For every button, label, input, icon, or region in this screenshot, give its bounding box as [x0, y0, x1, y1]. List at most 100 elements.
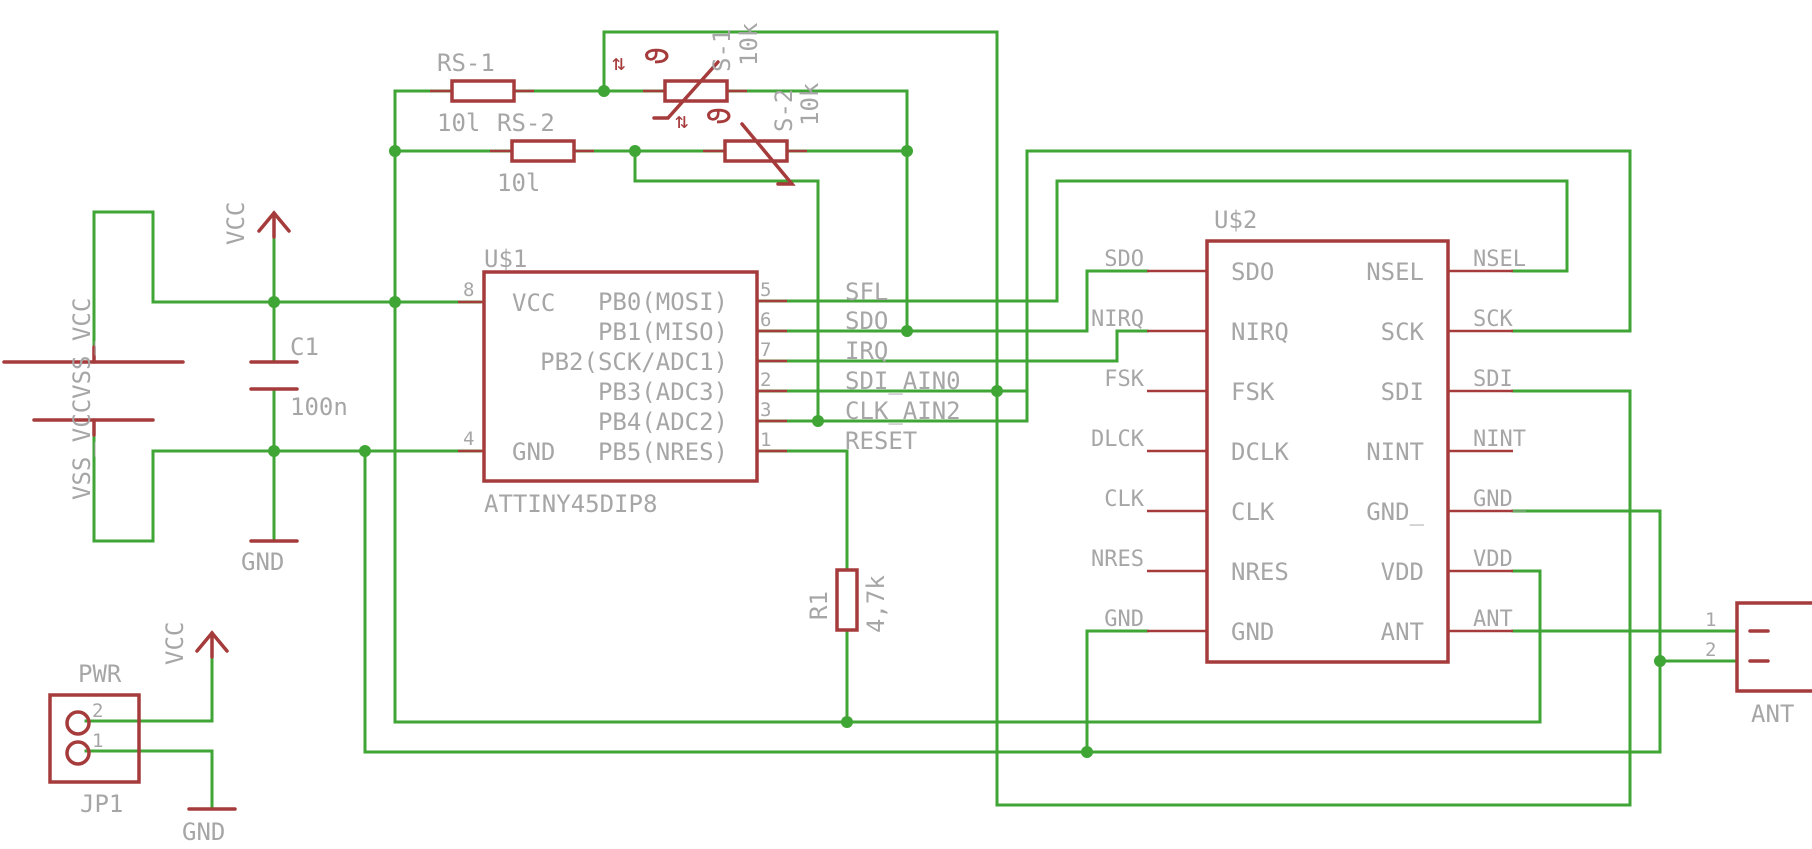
wire-sdi-ain0 — [755, 149, 1632, 393]
wire-jp1-gnd — [84, 749, 214, 811]
gnd-mid-symbol: GND — [241, 539, 299, 576]
u2-right-pin-label: ANT — [1381, 618, 1424, 646]
wire-s1-right — [727, 89, 909, 333]
vcc-top-arrow — [257, 210, 291, 233]
wire-irq — [755, 329, 1149, 363]
u2-right-pad-label: SCK — [1473, 307, 1513, 332]
wire-battery-vcc — [92, 210, 482, 349]
u1-pin3-label: PB4(ADC2) — [598, 408, 728, 436]
u2-right-pin-label: NINT — [1366, 438, 1424, 466]
wire-battery-gnd — [92, 433, 482, 543]
u1-pin1-net: RESET — [845, 427, 917, 455]
u2-left-pin-label: DCLK — [1231, 438, 1289, 466]
wire-jp1-vcc — [84, 655, 214, 723]
wires — [84, 30, 1739, 811]
s2-slash — [740, 122, 796, 186]
wire-gnd-underscore — [1511, 509, 1739, 663]
u2-right-pin-label: SCK — [1381, 318, 1425, 346]
r1-body — [835, 568, 859, 632]
thermistor-s2: ⇅ ϑ S-2 10k — [675, 82, 824, 186]
u2-left-pad-label: NIRQ — [1091, 307, 1144, 332]
u2-left-pad-label: NRES — [1091, 547, 1144, 572]
junction-dot — [1654, 655, 1666, 667]
junction-dot — [1081, 746, 1093, 758]
junctions — [268, 85, 1666, 758]
gnd-bottom-symbol: GND — [182, 807, 237, 846]
s2-name: S-2 — [770, 89, 798, 132]
u1-pin8-num: 8 — [463, 279, 474, 301]
u2-left-pin-label: GND — [1231, 618, 1274, 646]
connector-ant: 1 2 ANT — [1705, 601, 1812, 728]
junction-dot — [629, 145, 641, 157]
r1-value: 4,7k — [862, 575, 890, 633]
junction-dot — [389, 296, 401, 308]
rs1-name: RS-1 — [437, 49, 495, 77]
u2-left-pin-label: FSK — [1231, 378, 1275, 406]
wire-bottom-vdd — [393, 569, 1542, 724]
wire-bottom-gnd — [363, 449, 1662, 754]
u1-value: ATTINY45DIP8 — [484, 490, 657, 518]
thermistor-s1: ⇅ ϑ S-1 10k — [612, 22, 763, 120]
wire-clk-ain2 — [633, 149, 820, 423]
wire-sdo — [905, 269, 1149, 333]
wire-reset — [755, 449, 849, 572]
s2-arrows-icon: ⇅ — [675, 109, 688, 134]
u2-right-pin-label: NSEL — [1366, 258, 1424, 286]
wire-clk-ain2-right — [816, 389, 1029, 423]
u1-pin7-num: 7 — [760, 339, 771, 361]
vcc-bottom-arrow — [195, 630, 229, 653]
ant-pin2-num: 2 — [1705, 639, 1716, 661]
ant-pin1-num: 1 — [1705, 609, 1716, 631]
c1-value: 100n — [290, 393, 348, 421]
u1-pin6-label: PB1(MISO) — [598, 318, 728, 346]
connector-jp1: PWR JP1 2 1 — [48, 660, 141, 818]
u1-pin2-label: PB3(ADC3) — [598, 378, 728, 406]
resistor-rs1: RS-1 10l — [430, 49, 534, 137]
jp1-pin2-num: 2 — [92, 700, 103, 722]
capacitor-c1: C1 100n — [249, 333, 348, 421]
u1-pin8-label: VCC — [512, 289, 555, 317]
jp1-body — [48, 693, 141, 784]
junction-dot — [598, 85, 610, 97]
u1-pin3-net: CLK_AIN2 — [845, 397, 961, 425]
junction-dot — [841, 716, 853, 728]
battery: VSS_VCCVSS_VCC — [2, 298, 185, 500]
u1-pin7-net: IRQ — [845, 337, 888, 365]
s1-slash — [652, 60, 720, 120]
c1-name: C1 — [290, 333, 319, 361]
u1-pin2-num: 2 — [760, 369, 771, 391]
u2-left-pad-label: DLCK — [1091, 427, 1145, 452]
rs2-name: RS-2 — [497, 109, 555, 137]
junction-dot — [812, 415, 824, 427]
u2-right-pad-label: SDI — [1473, 367, 1513, 392]
ic-u1: U$1 ATTINY45DIP8 8 VCC 4 GND 5 PB0(MOSI)… — [458, 245, 961, 518]
wire-u2-gnd — [1085, 629, 1149, 754]
jp1-pad-2 — [65, 710, 91, 736]
vcc-top-symbol: VCC — [222, 202, 291, 245]
u1-pin1-num: 1 — [760, 429, 771, 451]
gnd-bottom-label: GND — [182, 818, 225, 846]
wire-top-loop — [602, 30, 1632, 807]
u2-right-pad-label: NSEL — [1473, 247, 1526, 272]
s2-theta-icon: ϑ — [703, 107, 738, 125]
u1-pin3-num: 3 — [760, 399, 771, 421]
u2-pins: SDOSDONIRQNIRQFSKFSKDCLKDLCKCLKCLKNRESNR… — [1091, 247, 1527, 646]
u1-pin4-label: GND — [512, 438, 555, 466]
u2-left-pad-label: FSK — [1104, 367, 1144, 392]
rs2-value: 10l — [497, 169, 540, 197]
u2-left-pad-label: GND — [1104, 607, 1144, 632]
u2-right-pin-label: VDD — [1381, 558, 1424, 586]
u1-pin2-net: SDI_AIN0 — [845, 367, 961, 395]
resistor-rs2: RS-2 10l — [490, 109, 594, 197]
u2-left-pad-label: CLK — [1104, 487, 1144, 512]
junction-dot — [268, 296, 280, 308]
jp1-pad-1 — [65, 740, 91, 766]
u2-right-pad-label: NINT — [1473, 427, 1526, 452]
vcc-bottom-label: VCC — [161, 622, 189, 665]
junction-dot — [359, 445, 371, 457]
junction-dot — [991, 385, 1003, 397]
gnd-mid-label: GND — [241, 548, 284, 576]
s1-arrows-icon: ⇅ — [612, 51, 625, 76]
u1-pin5-num: 5 — [760, 279, 771, 301]
